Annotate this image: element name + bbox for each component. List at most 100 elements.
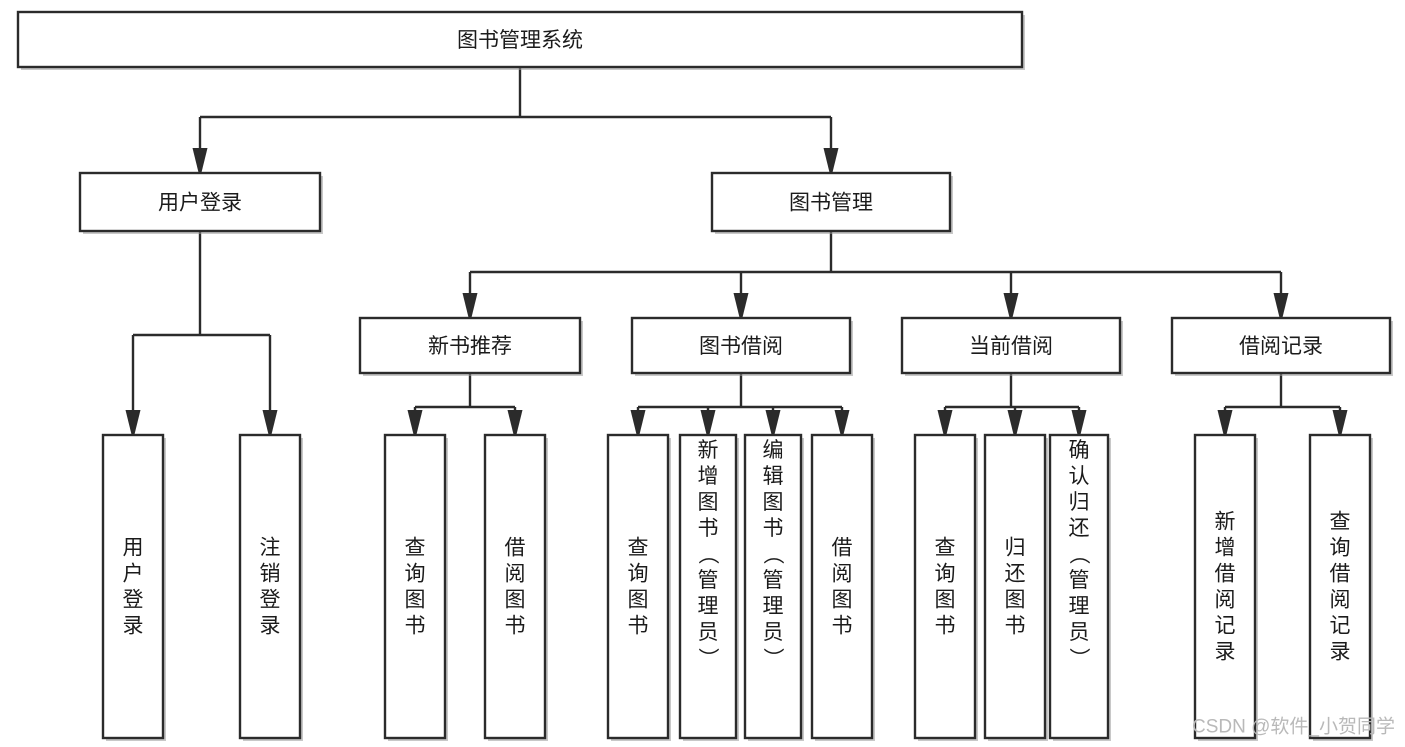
node-label: 新书推荐	[428, 335, 512, 358]
node-label-char: ）	[761, 648, 784, 669]
node-label-char: 员	[763, 621, 784, 644]
node-label-char: 理	[1069, 595, 1090, 618]
arrow-head	[823, 148, 839, 172]
node-label-char: 阅	[1330, 589, 1351, 612]
node-box[interactable]	[483, 433, 547, 740]
node-label-char: 确	[1069, 439, 1090, 462]
arrow-head	[1003, 293, 1019, 317]
node-box[interactable]	[810, 433, 874, 740]
node-box[interactable]	[630, 316, 852, 375]
node-label-char: 书	[698, 517, 719, 540]
node-label-char: 管	[763, 569, 784, 592]
node-label-char: 书	[628, 615, 649, 638]
node-book-borrow[interactable]: 图书借阅	[630, 316, 853, 376]
node-box[interactable]	[1170, 316, 1392, 375]
node-box[interactable]	[16, 10, 1024, 69]
node-new-book-recommend[interactable]: 新书推荐	[358, 316, 583, 376]
node-box[interactable]	[913, 433, 977, 740]
node-label-char: （	[1067, 544, 1090, 565]
node-label-char: 还	[1069, 517, 1090, 540]
node-box[interactable]	[678, 433, 738, 740]
node-label-char: 阅	[505, 563, 526, 586]
node-label: 图书借阅	[699, 335, 783, 358]
node-box[interactable]	[238, 433, 302, 740]
arrow-head	[1071, 410, 1087, 434]
node-label: 用户登录	[158, 192, 242, 215]
node-box[interactable]	[1048, 433, 1110, 740]
node-label-char: 图	[935, 589, 956, 612]
node-label-char: （	[761, 544, 784, 565]
node-label-char: 还	[1005, 563, 1026, 586]
node-label: 当前借阅	[969, 335, 1053, 358]
node-label-char: 管	[698, 569, 719, 592]
arrow-head	[733, 293, 749, 317]
nodes-layer: 图书管理系统用户登录图书管理新书推荐图书借阅当前借阅借阅记录用户登录注销登录查询…	[16, 10, 1393, 741]
node-borrow-record[interactable]: 借阅记录	[1170, 316, 1393, 376]
node-label-char: 记	[1215, 615, 1236, 638]
node-box[interactable]	[101, 433, 165, 740]
node-user-login[interactable]: 用户登录	[78, 171, 323, 234]
node-label-char: 书	[935, 615, 956, 638]
node-label-char: 图	[505, 589, 526, 612]
arrow-head	[937, 410, 953, 434]
node-box[interactable]	[710, 171, 952, 233]
arrow-head	[462, 293, 478, 317]
arrow-head	[407, 410, 423, 434]
node-label-char: 户	[123, 563, 144, 586]
node-box[interactable]	[983, 433, 1047, 740]
node-label-char: 借	[832, 537, 853, 560]
node-label-char: 增	[698, 465, 719, 488]
arrow-head	[192, 148, 208, 172]
node-label: 图书管理系统	[457, 29, 583, 52]
node-box[interactable]	[383, 433, 447, 740]
node-label-char: 辑	[763, 465, 784, 488]
node-label-char: 管	[1069, 569, 1090, 592]
node-box[interactable]	[606, 433, 670, 740]
arrow-head	[1217, 410, 1233, 434]
node-label-char: 书	[505, 615, 526, 638]
node-box[interactable]	[78, 171, 322, 233]
node-label-char: 询	[405, 563, 426, 586]
node-label: 图书管理	[789, 192, 873, 215]
node-label-char: ）	[696, 648, 719, 669]
node-label-char: 查	[405, 537, 426, 560]
arrow-head	[125, 410, 141, 434]
node-box[interactable]	[1193, 433, 1257, 740]
node-label-char: 图	[698, 491, 719, 514]
node-user-login-leaf[interactable]: 用户登录	[101, 433, 166, 741]
node-label-char: 询	[935, 563, 956, 586]
node-label-char: 员	[698, 621, 719, 644]
node-label-char: 书	[832, 615, 853, 638]
node-label-char: 图	[628, 589, 649, 612]
node-label-char: 图	[763, 491, 784, 514]
node-label-char: 图	[405, 589, 426, 612]
arrow-head	[630, 410, 646, 434]
node-box[interactable]	[900, 316, 1122, 375]
node-current-borrow[interactable]: 当前借阅	[900, 316, 1123, 376]
node-label-char: 书	[405, 615, 426, 638]
node-box[interactable]	[743, 433, 803, 740]
node-box[interactable]	[358, 316, 582, 375]
node-label-char: 书	[1005, 615, 1026, 638]
node-label-char: 查	[1330, 511, 1351, 534]
node-box[interactable]	[1308, 433, 1372, 740]
node-book-management[interactable]: 图书管理	[710, 171, 953, 234]
node-label-char: 查	[935, 537, 956, 560]
node-root[interactable]: 图书管理系统	[16, 10, 1025, 70]
node-label-char: 询	[1330, 537, 1351, 560]
node-label-char: 归	[1069, 491, 1090, 514]
